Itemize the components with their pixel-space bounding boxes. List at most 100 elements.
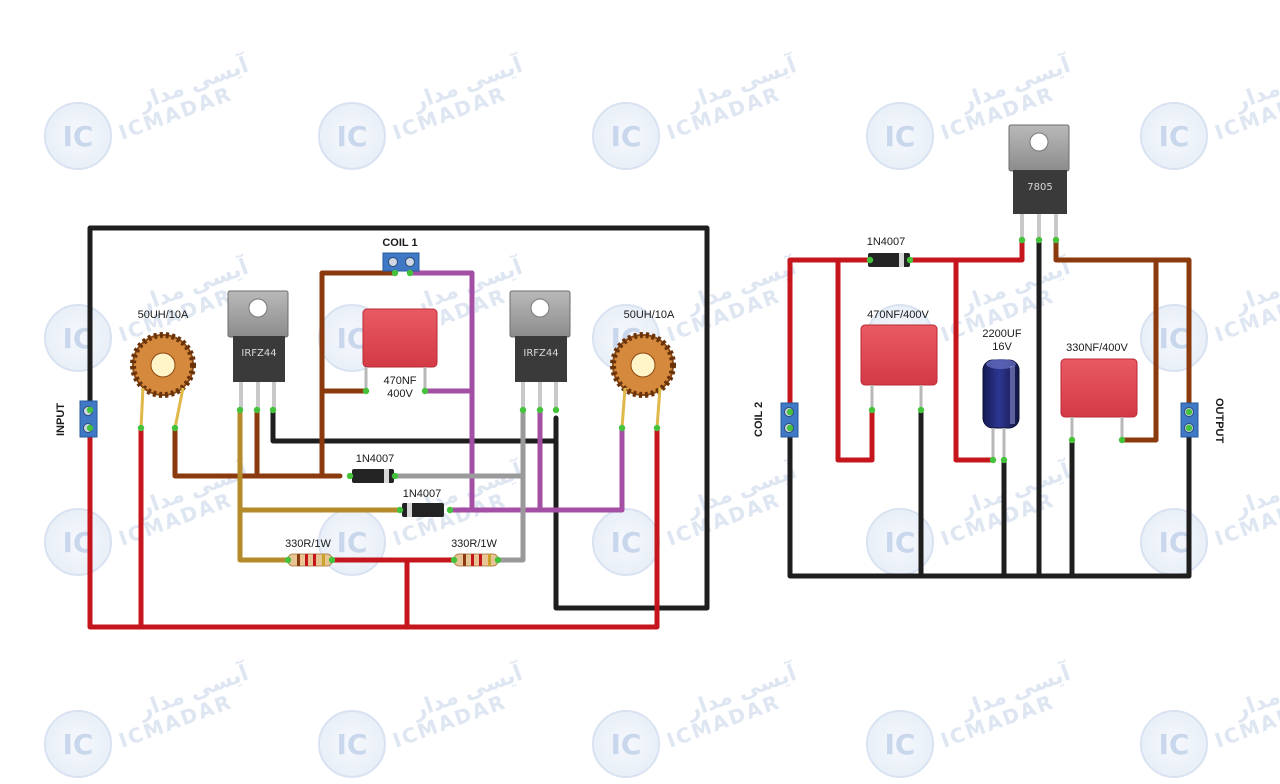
diode-1: 1N4007: [352, 453, 394, 483]
pin-junction-dot: [519, 406, 527, 414]
watermark-logo-text: IC: [63, 728, 94, 761]
pin-junction-dot: [391, 269, 399, 277]
pin-junction-dot: [1068, 436, 1076, 444]
pin-junction-dot: [536, 406, 544, 414]
wire-red-cap1: [835, 257, 875, 463]
pin-junction-dot: [917, 406, 925, 414]
pin-junction-dot: [906, 256, 914, 264]
watermark-logo-text: IC: [337, 120, 368, 153]
resistor-right: 330R/1W: [451, 538, 499, 567]
wire-black-mosfet-right: [270, 407, 559, 444]
wire-gray-mosfet: [497, 407, 526, 563]
mosfet-right-label: IRFZ44: [523, 348, 558, 359]
pin-junction-dot: [284, 556, 292, 564]
watermark-logo-text: IC: [63, 120, 94, 153]
input-terminal: INPUT: [55, 400, 98, 438]
right-circuit-wires: [787, 237, 1192, 579]
pin-junction-dot: [786, 424, 794, 432]
wire-black-ground: [787, 425, 1192, 579]
input-label: INPUT: [55, 403, 67, 436]
pin-junction-dot: [1035, 236, 1043, 244]
pin-junction-dot: [406, 269, 414, 277]
watermark-logo-text: IC: [885, 526, 916, 559]
cap1-label: 470NF/400V: [867, 309, 929, 321]
wire-brown-coil: [319, 270, 398, 479]
watermark-logo-text: IC: [1159, 322, 1190, 355]
watermark-logo-text: IC: [611, 728, 642, 761]
watermark-logo-text: IC: [337, 526, 368, 559]
coil2-terminal: COIL 2: [753, 402, 799, 438]
diode-2: 1N4007: [402, 488, 444, 517]
pin-junction-dot: [1185, 408, 1193, 416]
pin-junction-dot: [1000, 456, 1008, 464]
watermark-logo-text: IC: [1159, 526, 1190, 559]
watermark-logo-text: IC: [885, 120, 916, 153]
pin-junction-dot: [446, 506, 454, 514]
mosfet-left: IRFZ44: [227, 290, 289, 410]
coil1-label: COIL 1: [382, 237, 417, 249]
inductor-right-label: 50UH/10A: [624, 309, 675, 321]
electrolytic-label-line1: 2200UF: [982, 328, 1021, 340]
pin-junction-dot: [989, 456, 997, 464]
pin-junction-dot: [1118, 436, 1126, 444]
left-circuit-wires: [87, 225, 710, 630]
electrolytic-capacitor: 2200UF 16V: [982, 328, 1022, 460]
cap-label-line2: 400V: [387, 388, 413, 400]
resistor-left: 330R/1W: [285, 538, 333, 567]
pin-junction-dot: [866, 256, 874, 264]
regulator-label: 7805: [1027, 182, 1052, 193]
wire-brown-reg-out: [1053, 237, 1192, 415]
film-capacitor-330nf: 330NF/400V: [1060, 342, 1138, 440]
pin-junction-dot: [236, 406, 244, 414]
watermark-logo-text: IC: [337, 728, 368, 761]
toroid-inductor-right: 50UH/10A: [610, 309, 676, 429]
pin-junction-dot: [396, 506, 404, 514]
wire-brown-cap2: [1119, 257, 1159, 443]
junction-dots: [86, 236, 1193, 564]
pin-junction-dot: [552, 406, 560, 414]
wire-red-elec: [953, 257, 996, 463]
wire-brown-inductor: [172, 425, 343, 479]
pin-junction-dot: [1018, 236, 1026, 244]
pin-junction-dot: [1185, 424, 1193, 432]
film-capacitor-470nf: 470NF/400V: [860, 309, 938, 410]
pin-junction-dot: [494, 556, 502, 564]
pin-junction-dot: [653, 424, 661, 432]
wire-purple-diode: [447, 425, 625, 513]
pin-junction-dot: [346, 472, 354, 480]
pin-junction-dot: [391, 472, 399, 480]
inductor-left-label: 50UH/10A: [138, 309, 189, 321]
coil1-terminal: COIL 1: [382, 237, 420, 272]
wire-red-bottom: [87, 425, 660, 630]
pin-junction-dot: [253, 406, 261, 414]
pin-junction-dot: [137, 424, 145, 432]
pin-junction-dot: [86, 406, 94, 414]
pin-junction-dot: [171, 424, 179, 432]
film-capacitor-left: 470NF 400V: [362, 308, 438, 400]
pin-junction-dot: [868, 406, 876, 414]
toroid-inductor-left: 50UH/10A: [130, 309, 196, 429]
pin-junction-dot: [450, 556, 458, 564]
pin-junction-dot: [618, 424, 626, 432]
output-label: OUTPUT: [1213, 398, 1225, 444]
coil2-label: COIL 2: [753, 402, 765, 437]
wire-olive-gate: [237, 407, 293, 563]
diode2-label: 1N4007: [403, 488, 442, 500]
pin-junction-dot: [328, 556, 336, 564]
pin-junction-dot: [86, 424, 94, 432]
watermark-logo-text: IC: [1159, 120, 1190, 153]
diode1-label: 1N4007: [356, 453, 395, 465]
watermark-logo-text: IC: [337, 322, 368, 355]
watermark-logo-text: IC: [1159, 728, 1190, 761]
